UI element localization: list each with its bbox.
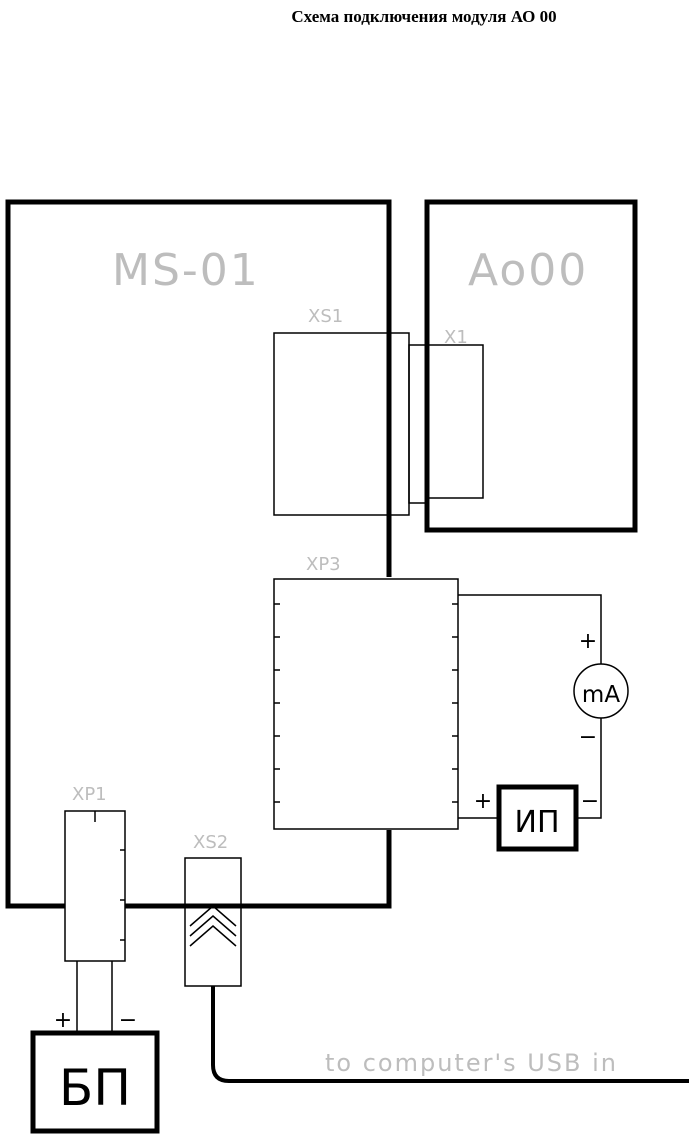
ao00-label: Ao00 xyxy=(468,245,588,296)
xp3-connector xyxy=(273,578,459,830)
ammeter-wiring xyxy=(458,594,602,819)
xs1-label: XS1 xyxy=(308,306,343,327)
usb-note: to computer's USB in xyxy=(325,1049,618,1077)
ammeter-plus: + xyxy=(579,629,597,654)
power-source-plus: + xyxy=(474,789,492,814)
xs1-connector xyxy=(273,332,429,516)
x1-connector xyxy=(427,344,484,499)
ms01-label: MS-01 xyxy=(112,245,260,296)
ao00-module xyxy=(424,199,638,533)
power-supply-wiring xyxy=(76,961,113,1031)
power-source xyxy=(496,784,579,852)
power-supply xyxy=(30,1030,160,1134)
xs2-connector xyxy=(184,857,242,987)
x1-label: X1 xyxy=(444,327,468,348)
xs2-label: XS2 xyxy=(193,832,228,853)
ammeter xyxy=(573,663,629,719)
power-supply-minus: − xyxy=(119,1008,137,1033)
power-source-minus: − xyxy=(581,789,599,814)
ammeter-label: mA xyxy=(582,682,620,708)
xp3-label: XP3 xyxy=(306,554,341,575)
xp1-connector xyxy=(64,810,126,962)
usb-cable xyxy=(211,986,689,1083)
xp1-label: XP1 xyxy=(72,784,107,805)
power-supply-plus: + xyxy=(54,1008,72,1033)
power-source-label: ИП xyxy=(515,805,560,840)
power-supply-label: БП xyxy=(59,1059,131,1117)
diagram-title: Схема подключения модуля АО 00 xyxy=(291,7,557,26)
ammeter-minus: − xyxy=(579,725,597,750)
